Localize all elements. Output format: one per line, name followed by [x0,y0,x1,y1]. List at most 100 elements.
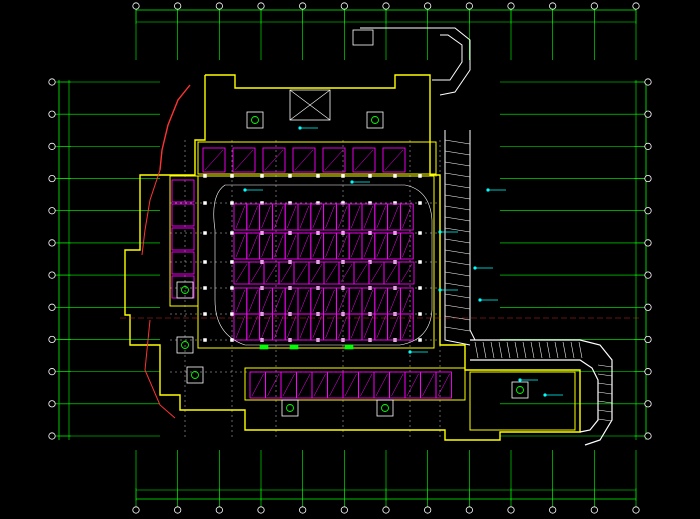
parking-stall-mark [274,315,284,339]
parking-stall-mark [298,373,311,397]
ramp-vertical-edge-left [444,130,471,346]
parking-stall [262,147,286,173]
parking-stall-mark [325,315,335,339]
column [316,201,320,205]
parking-stall-mark [370,263,383,283]
core-equipment [381,404,389,412]
axis-bubble-right [644,335,652,344]
axis-bubble-bottom [632,506,640,514]
column [418,231,422,235]
axis-bubble-bottom [465,506,473,514]
parking-stall-mark [312,205,322,229]
parking-stall-mark [344,373,357,397]
ramp-stripe-vertical [444,183,471,189]
ramp-stripe-horizontal [490,341,495,359]
core-equipment [181,286,189,294]
parking-stall-mark [340,263,353,283]
stair-core [176,336,194,354]
column [341,201,345,205]
annotation-dot [350,180,354,184]
axis-bubble-right [644,239,652,247]
parking-stall-mark [265,263,278,283]
parking-stall-mark [384,149,404,171]
parking-stall-mark [402,315,412,339]
ramp-stripe-vertical [444,216,471,222]
ramp-stripe-vertical [444,205,471,211]
column [418,338,422,342]
column [230,286,234,290]
parking-stall [171,203,195,227]
ramp-stripe-vertical [444,238,471,244]
parking-stall-mark [400,263,413,283]
ramp-stripe-vertical [444,249,471,255]
parking-stall-mark [294,149,314,171]
parking-stall-mark [360,373,373,397]
axis-bubble-bottom [257,506,265,514]
axis-bubbles [48,2,652,514]
axis-bubble-right [644,271,652,279]
column [418,201,422,205]
column [230,201,234,205]
parking-stall-mark [267,373,280,397]
annotation-dot [438,288,442,292]
column [418,312,422,316]
axis-bubble-bottom [174,506,182,514]
axis-bubble-left [48,142,56,150]
ramp-stripe-horizontal [522,341,527,359]
stair-core [246,111,264,129]
ramp-stripe-curve [597,400,613,404]
axis-bubble-right [644,78,652,86]
core-equipment [251,116,259,124]
parking-stall-mark [325,289,335,313]
stair-core [511,381,529,399]
axis-bubble-bottom [215,506,223,514]
parking-stall [399,232,414,260]
ramp-stripe-vertical [444,293,471,299]
parking-stall-mark [295,263,308,283]
column [203,338,207,342]
circulation-southwest [144,319,176,419]
ramp-stripe-vertical [444,326,471,332]
axis-bubble-top [590,2,598,10]
axis-bubble-right [644,174,652,183]
parking-stall-mark [375,373,388,397]
stair-core [186,366,204,384]
parking-stall-mark [363,315,374,339]
parking-stall-mark [286,234,297,258]
annotation-dot [543,393,547,397]
column [288,174,292,178]
annotation-dot [298,126,302,130]
parking-stall-mark [235,289,246,313]
parking-stall-mark [363,234,374,258]
parking-stall-mark [325,205,335,229]
parking-stall-mark [329,373,342,397]
parking-stall-mark [286,289,297,313]
parking-stall-mark [299,315,310,339]
column [316,174,320,178]
parking-stall-mark [261,315,271,339]
ramp-stripe-curve [597,382,613,386]
parking-stall-mark [234,149,254,171]
column [260,174,264,178]
stair-core [176,281,194,299]
ramp-stripe-curve [597,409,613,413]
parking-stall-mark [402,289,412,313]
axis-bubble-top [507,2,515,10]
parking-stall-mark [325,234,335,258]
parking-stall-mark [274,205,284,229]
parking-stall-mark [204,149,224,171]
column [260,201,264,205]
parking-stall-mark [376,289,386,313]
lower-wing-wall [244,367,466,401]
parking-stall-mark [376,234,386,258]
core-equipment [371,116,379,124]
axis-bubble-bottom [382,506,390,514]
ramp-stripe-horizontal [514,341,519,359]
parking-stall-mark [389,315,399,339]
parking-stall-mark [261,234,271,258]
parking-stall-mark [235,234,246,258]
parking-stall [171,251,195,275]
ramp-stripe-horizontal [530,341,535,359]
parking-stall-mark [389,205,399,229]
